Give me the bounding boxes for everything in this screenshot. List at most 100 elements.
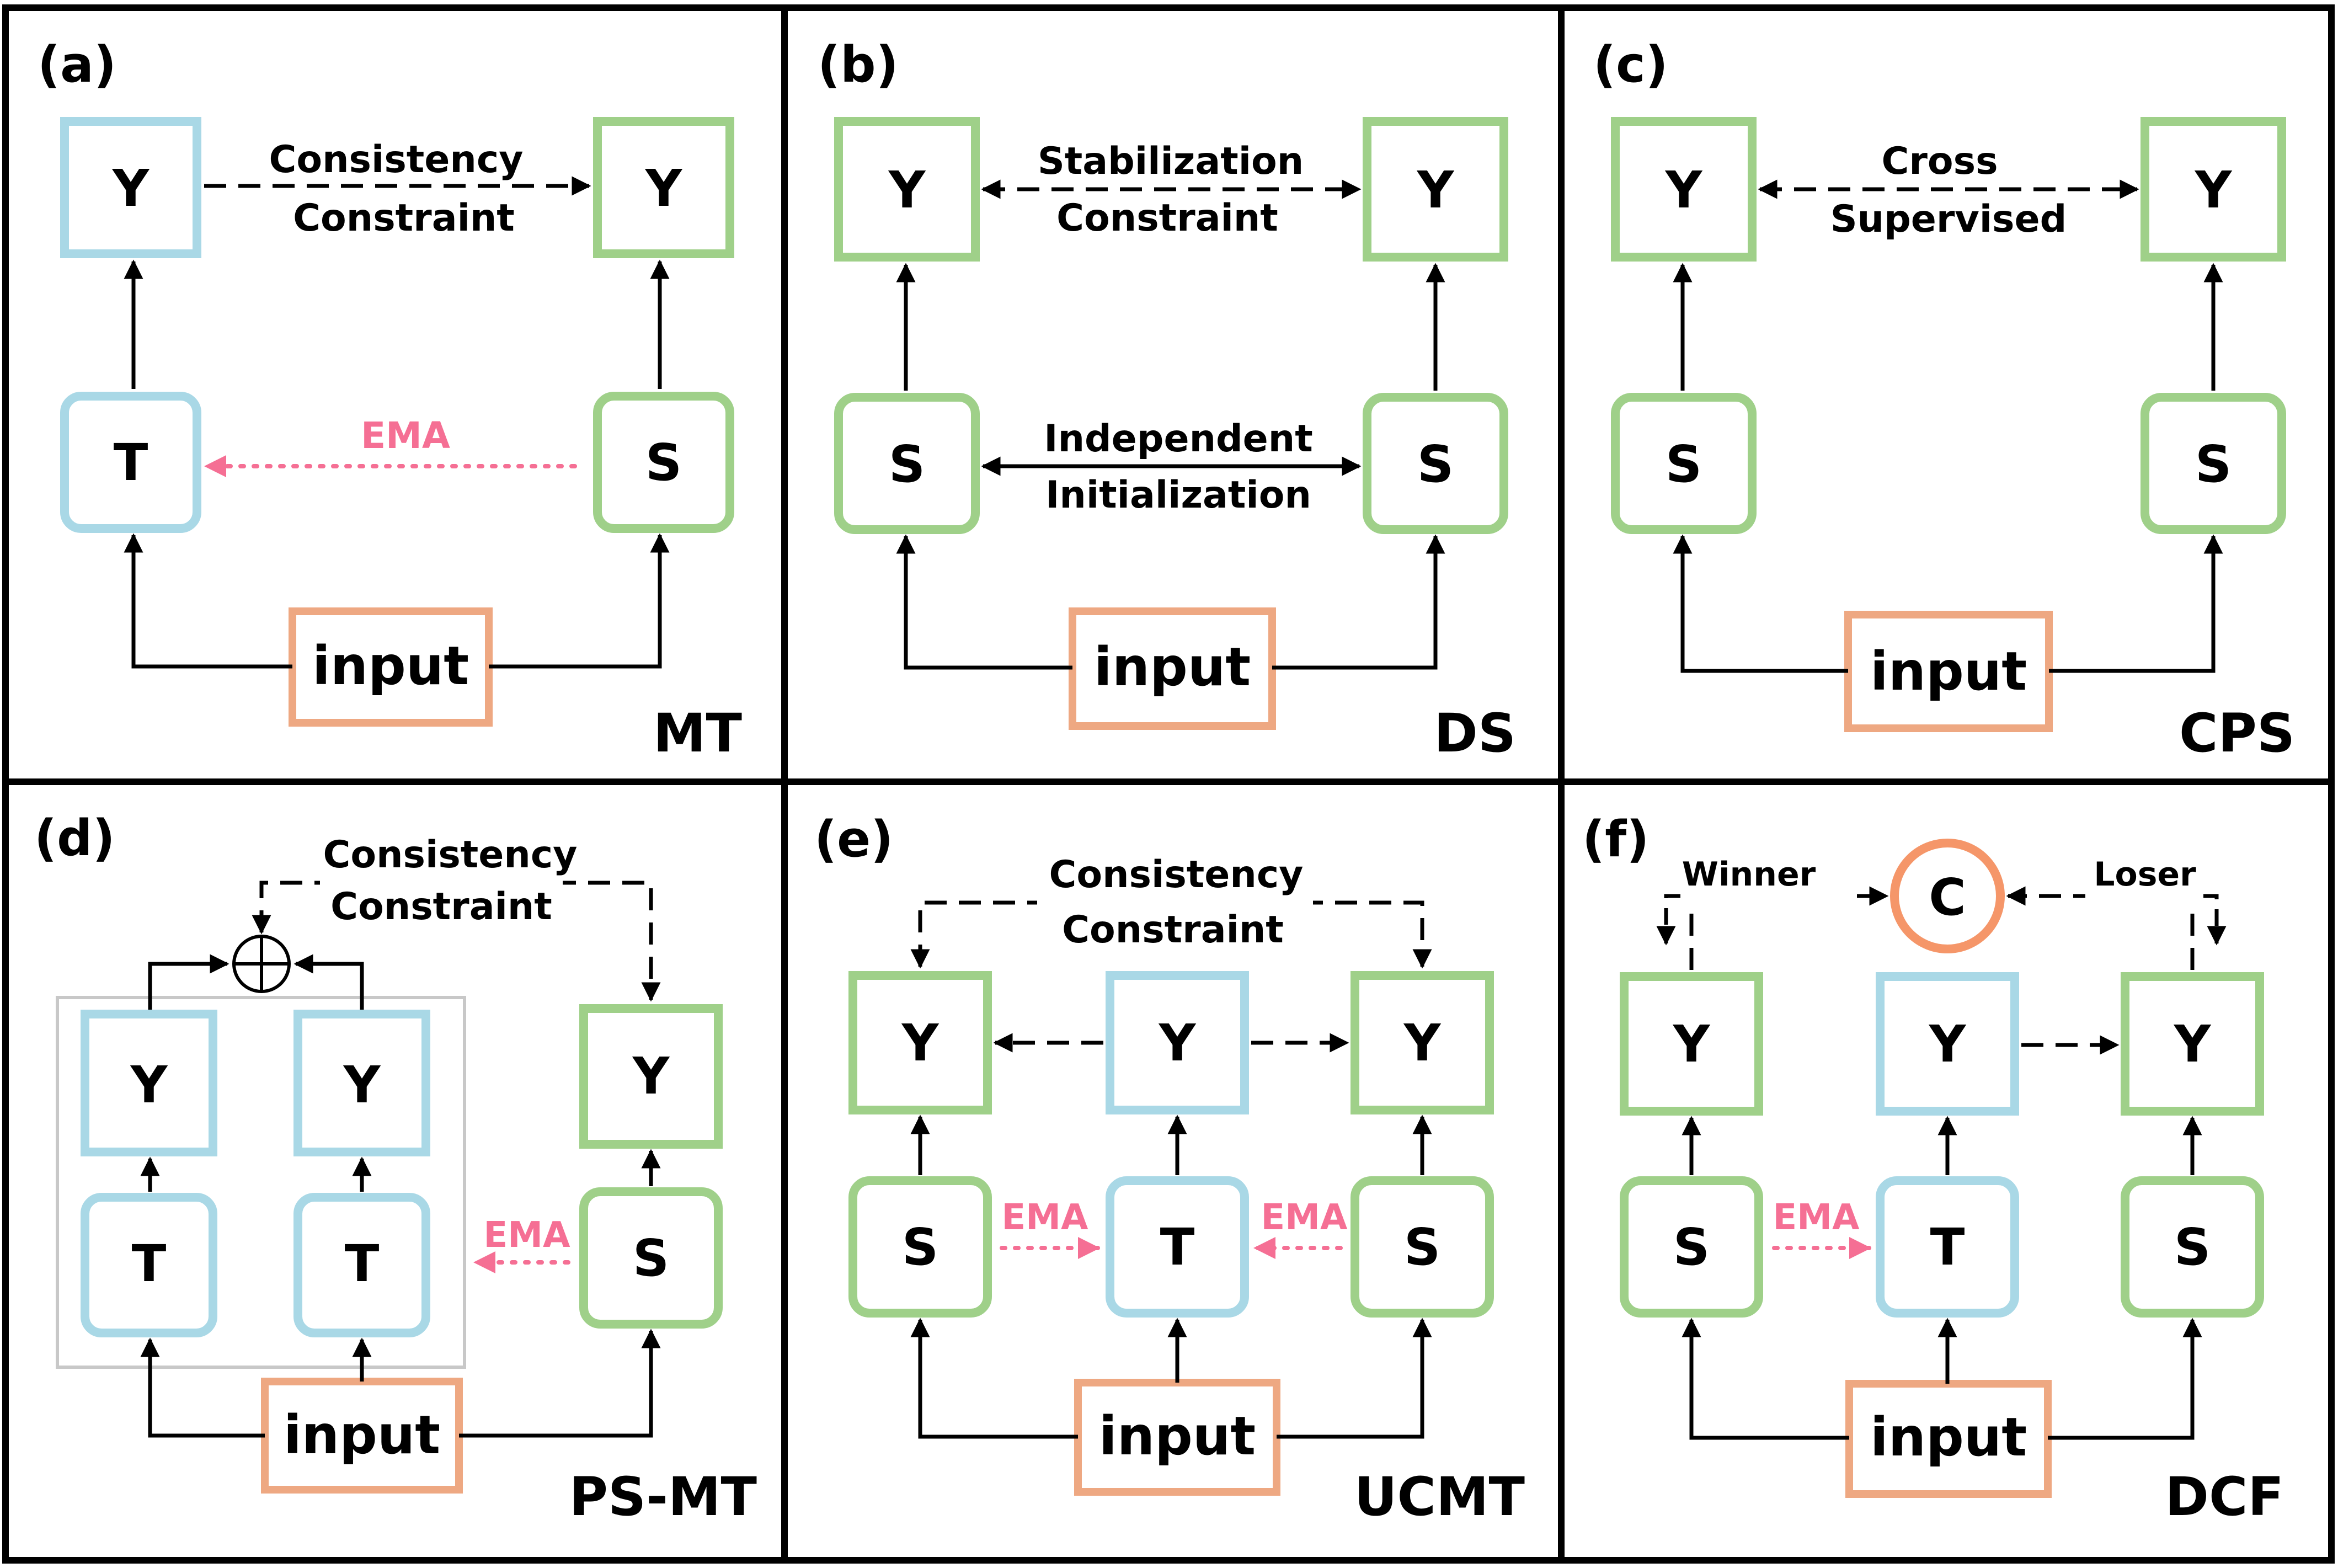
left-output-label: Y: [888, 161, 926, 220]
panel-letter: (d): [34, 809, 115, 867]
method-name: PS-MT: [569, 1466, 757, 1528]
method-name: DS: [1434, 702, 1516, 764]
input-to-right-arrow: [2049, 534, 2223, 673]
consistency-label-line2: Constraint: [330, 885, 552, 929]
student2-model-box: [2121, 1176, 2264, 1318]
student2-output-box: [1351, 971, 1494, 1114]
student2-output-label: Y: [1403, 1014, 1442, 1073]
student-output-box: [593, 117, 734, 258]
panel-c: (c) Cross Supervised Y Y S S input CPS: [1593, 36, 2295, 764]
student2-output-box: [2121, 972, 2264, 1116]
student-output-label: Y: [632, 1047, 670, 1106]
ema-left-label: EMA: [1002, 1197, 1088, 1238]
left-output-label: Y: [1665, 161, 1703, 220]
input-label: input: [1870, 1406, 2027, 1468]
loser-return-arrow: [2203, 894, 2227, 946]
student1-model-box: [848, 1176, 992, 1318]
label-backdrop: [320, 833, 563, 932]
cross-label-line1: Cross: [1881, 140, 1998, 183]
input-label: input: [1094, 636, 1251, 698]
input-to-left-arrow: [896, 534, 1072, 670]
input-label: input: [284, 1404, 440, 1466]
stabilization-label-line2: Constraint: [1056, 196, 1278, 240]
panel-letter: (e): [814, 810, 893, 868]
teacher2-model-label: T: [345, 1234, 380, 1293]
student2-model-label: S: [2174, 1218, 2211, 1277]
student1-output-label: Y: [1673, 1015, 1711, 1074]
input-to-student1-arrow: [1682, 1318, 1849, 1440]
stabilization-label-line1: Stabilization: [1038, 140, 1304, 183]
input-to-left-arrow: [1673, 534, 1848, 673]
student2-model-label: S: [1404, 1218, 1440, 1277]
panel-e: (e) Consistency Constraint EMA EMA Y Y Y…: [814, 810, 1525, 1528]
panel-d: (d) Consistency Constraint EMA Y Y Y T T…: [34, 809, 757, 1528]
consistency-label-line2: Constraint: [1062, 908, 1284, 952]
input-to-student1-arrow: [910, 1318, 1078, 1439]
input-label: input: [312, 635, 469, 697]
student1-output-label: Y: [901, 1014, 940, 1073]
right-student-box: [2141, 393, 2286, 534]
input-label: input: [1099, 1405, 1256, 1467]
winner-to-critic-arrow: [1689, 886, 1889, 970]
consistency-label-line2: Constraint: [293, 196, 515, 240]
method-name: UCMT: [1354, 1466, 1525, 1528]
teacher2-output-box: [293, 1010, 430, 1156]
method-name: MT: [653, 702, 742, 764]
cross-label-line2: Supervised: [1830, 198, 2067, 241]
left-output-box: [834, 117, 980, 262]
left-student-label: S: [1666, 435, 1702, 494]
teacher2-output-label: Y: [343, 1055, 381, 1114]
winner-label: Winner: [1682, 855, 1816, 894]
input-to-student-arrow: [489, 533, 670, 669]
student1-model-label: S: [902, 1218, 938, 1277]
right-output-box: [2141, 117, 2286, 262]
teacher2-model-box: [293, 1193, 430, 1337]
loser-label: Loser: [2094, 855, 2196, 894]
ema-label: EMA: [484, 1215, 570, 1256]
teacher-output-label: Y: [1929, 1015, 1967, 1074]
panel-a: (a) Consistency Constraint EMA Y Y T S i…: [38, 36, 742, 764]
consistency-label-line1: Consistency: [323, 833, 578, 877]
teacher-output-box: [60, 117, 201, 258]
left-student-label: S: [889, 435, 925, 494]
method-name: CPS: [2179, 702, 2295, 764]
student-output-label: Y: [645, 159, 683, 218]
student-model-label: S: [645, 433, 682, 492]
left-student-box: [1611, 393, 1757, 534]
teacher1-to-add-arrow: [148, 954, 229, 1010]
teacher-model-label: T: [114, 433, 148, 492]
teacher-model-label: T: [1160, 1218, 1195, 1277]
student-output-box: [579, 1004, 723, 1149]
ema-label: EMA: [361, 414, 450, 457]
right-output-box: [1363, 117, 1508, 262]
left-student-box: [834, 393, 980, 534]
method-name: DCF: [2165, 1466, 2284, 1528]
consistency-label-line1: Consistency: [269, 138, 524, 182]
loser-to-critic-arrow: [2006, 886, 2195, 970]
student1-model-box: [1620, 1176, 1763, 1318]
teacher-output-label: Y: [1159, 1014, 1197, 1073]
critic-label: C: [1929, 868, 1966, 927]
input-label: input: [1870, 641, 2027, 702]
input-to-teacher-arrow: [124, 533, 292, 669]
panel-b: (b) Stabilization Constraint Independent…: [818, 36, 1516, 764]
teacher-output-box: [1876, 972, 2019, 1116]
panel-letter: (c): [1593, 36, 1668, 94]
teacher-output-label: Y: [112, 159, 150, 218]
critic-circle: [1890, 839, 2005, 953]
input-to-student2-arrow: [1277, 1318, 1432, 1439]
teacher1-model-label: T: [132, 1234, 167, 1293]
teacher-output-box: [1106, 971, 1249, 1114]
input-to-student-arrow: [459, 1329, 661, 1438]
teacher-group-box: [56, 996, 466, 1369]
panel-letter: (b): [818, 36, 899, 94]
right-output-label: Y: [1417, 161, 1455, 220]
student1-output-box: [1620, 972, 1763, 1116]
panel-f: (f) Winner Loser C EMA Y Y Y S T S input…: [1582, 810, 2284, 1528]
panel-letter: (f): [1582, 810, 1649, 868]
student-model-box: [579, 1187, 723, 1329]
input-to-teacher1-arrow: [140, 1337, 265, 1438]
left-output-box: [1611, 117, 1757, 262]
teacher1-output-label: Y: [130, 1055, 168, 1114]
